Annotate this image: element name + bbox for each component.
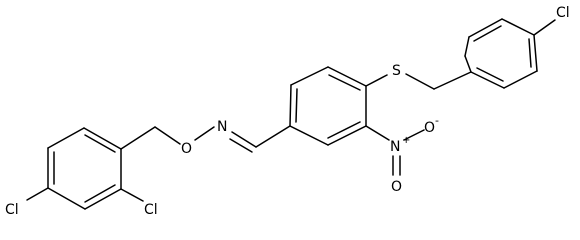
bond-ch2-s: [405, 73, 435, 90]
bond-s-ring: [365, 74, 388, 87]
charge-minus: -: [435, 114, 439, 127]
bond-ring-to-cl: [533, 19, 556, 36]
atom-nitro-oxygen-top: O: [424, 120, 435, 136]
bond-ring-nitro: [365, 125, 390, 141]
atom-cl-para: Cl: [5, 202, 19, 218]
atom-nitro-nitrogen: N: [390, 139, 400, 155]
molecule-svg: Cl S N + O - O N O: [5, 5, 570, 218]
structure-diagram: Cl S N + O - O N O: [5, 5, 570, 218]
chlorophenyl-ring: [464, 18, 538, 89]
bond-ch2-ring: [120, 126, 156, 150]
atom-oxime-oxygen: O: [181, 141, 192, 157]
bond-ring-ch2: [433, 71, 472, 90]
bond-n-o: [194, 126, 215, 141]
atom-cl-ortho: Cl: [144, 202, 158, 218]
bond-ch-n-b: [229, 138, 253, 153]
bond-o-ch2: [154, 126, 181, 145]
dichlorophenyl-ring: [47, 127, 122, 210]
atom-sulfur: S: [392, 63, 401, 79]
atom-nitro-oxygen-bottom: O: [391, 179, 402, 195]
bond-n-o-top: [403, 129, 425, 141]
bond-ring-cl-ortho: [120, 188, 144, 202]
bond-ch-n-a: [231, 131, 257, 148]
bond-ring-ch: [255, 125, 291, 148]
atom-cl-top-right: Cl: [556, 5, 570, 21]
bond-ring-cl-para: [26, 187, 49, 201]
central-benzene-ring: [289, 66, 367, 146]
charge-plus: +: [402, 135, 410, 146]
atom-oxime-nitrogen: N: [217, 119, 227, 135]
